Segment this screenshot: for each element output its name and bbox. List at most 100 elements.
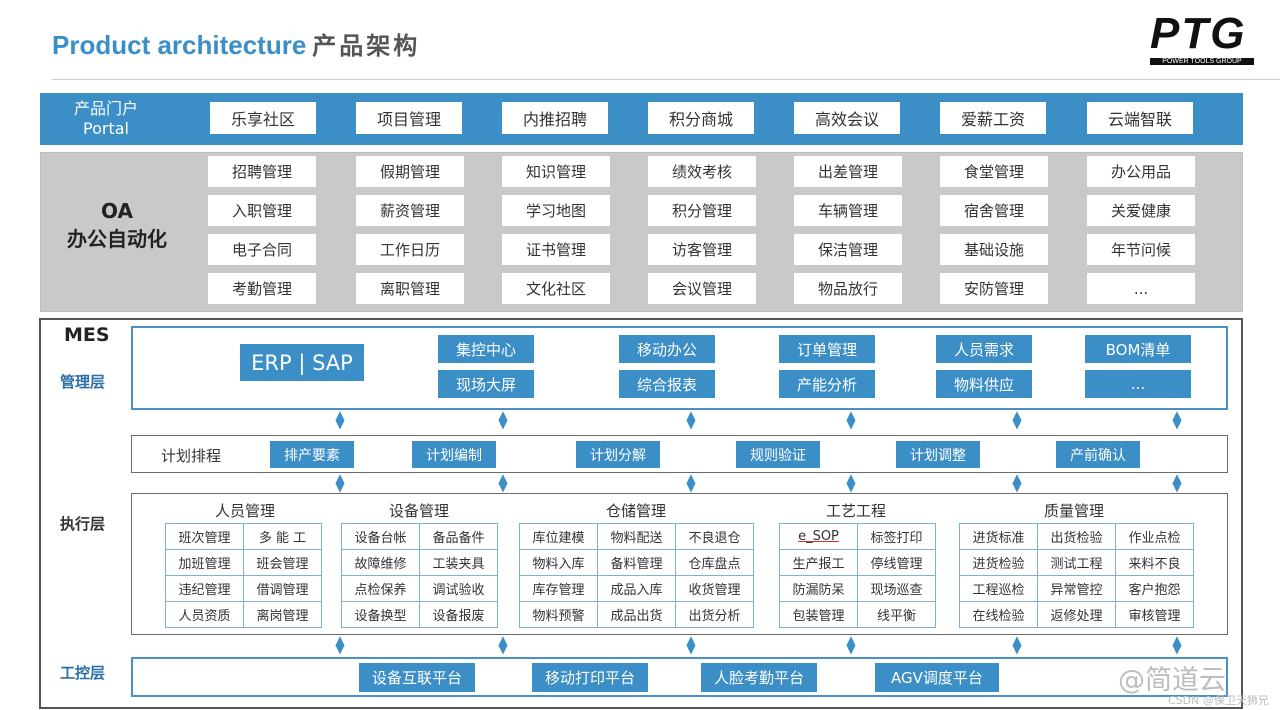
oa-item: 保洁管理 (794, 234, 902, 265)
execution-item-label: 生产报工 (792, 557, 845, 572)
execution-item-label: 进货检验 (972, 557, 1025, 572)
planning-label: 计划排程 (161, 447, 222, 465)
management-item: 人员需求 (936, 335, 1032, 363)
management-item: BOM清单 (1085, 335, 1191, 363)
execution-item: 现场巡查 (857, 575, 936, 602)
execution-item: 多 能 工 (243, 523, 322, 550)
updown-arrow-icon: ▲▼ (1172, 471, 1182, 494)
control-item: 人脸考勤平台 (701, 663, 817, 692)
planning-item: 排产要素 (270, 441, 354, 468)
execution-item-label: 班次管理 (178, 531, 231, 546)
oa-item: 食堂管理 (940, 156, 1048, 187)
execution-item-label: 离岗管理 (256, 609, 309, 624)
portal-item: 乐享社区 (210, 102, 316, 134)
oa-item: 办公用品 (1087, 156, 1195, 187)
execution-item: 物料入库 (519, 549, 598, 576)
execution-group-title: 工艺工程 (825, 502, 886, 520)
execution-item: 作业点检 (1115, 523, 1194, 550)
management-item: 移动办公 (619, 335, 715, 363)
execution-item: 调试验收 (419, 575, 498, 602)
oa-item: 离职管理 (356, 273, 464, 304)
execution-item-label: 物料预警 (532, 609, 585, 624)
execution-item: 班会管理 (243, 549, 322, 576)
updown-arrow-icon: ▲▼ (846, 633, 856, 656)
planning-item: 规则验证 (736, 441, 820, 468)
execution-item: 线平衡 (857, 601, 936, 628)
execution-group-title: 人员管理 (214, 502, 275, 520)
execution-item-label: 出货分析 (688, 609, 741, 624)
execution-item: 测试工程 (1037, 549, 1116, 576)
execution-item: 备品备件 (419, 523, 498, 550)
execution-item: 防漏防呆 (779, 575, 858, 602)
execution-item-label: 测试工程 (1050, 557, 1103, 572)
execution-item-label: 设备换型 (354, 609, 407, 624)
updown-arrow-icon: ▲▼ (498, 471, 508, 494)
oa-item: 薪资管理 (356, 195, 464, 226)
watermark-text: @简道云 (1118, 665, 1226, 696)
logo-text: PTG (1150, 9, 1247, 58)
execution-item: 生产报工 (779, 549, 858, 576)
execution-item: 库存管理 (519, 575, 598, 602)
execution-item: 来料不良 (1115, 549, 1194, 576)
updown-arrow-icon: ▲▼ (686, 408, 696, 431)
execution-item: 客户抱怨 (1115, 575, 1194, 602)
management-item: 物料供应 (936, 370, 1032, 398)
oa-item: 电子合同 (208, 234, 316, 265)
control-panel (131, 657, 1228, 697)
execution-item-label: 人员资质 (178, 609, 231, 624)
execution-item: 成品入库 (597, 575, 676, 602)
portal-label-cn: 产品门户 (73, 99, 138, 118)
execution-item-label: 标签打印 (870, 531, 923, 546)
oa-item: 工作日历 (356, 234, 464, 265)
execution-item-label: 借调管理 (256, 583, 309, 598)
updown-arrow-icon: ▲▼ (1012, 633, 1022, 656)
execution-layer-label: 执行层 (60, 515, 106, 533)
planning-item: 计划调整 (896, 441, 980, 468)
portal-item: 爱薪工资 (940, 102, 1046, 134)
oa-item: 考勤管理 (208, 273, 316, 304)
execution-item-label: 返修处理 (1050, 609, 1103, 624)
portal-item: 积分商城 (648, 102, 754, 134)
execution-item: 物料预警 (519, 601, 598, 628)
execution-item: 不良退仓 (675, 523, 754, 550)
execution-item-label: 物料配送 (610, 531, 663, 546)
planning-item: 计划编制 (412, 441, 496, 468)
oa-label-bottom: 办公自动化 (67, 227, 167, 251)
portal-label: 产品门户 Portal (48, 99, 164, 139)
execution-item: 备料管理 (597, 549, 676, 576)
oa-label-top: OA (101, 199, 133, 223)
portal-item: 云端智联 (1087, 102, 1193, 134)
page-title-cn: 产品架构 (312, 32, 421, 60)
execution-item-label: 多 能 工 (258, 531, 307, 546)
execution-item-label: 出货检验 (1050, 531, 1103, 546)
execution-item-label: 在线检验 (972, 609, 1025, 624)
oa-item: 文化社区 (502, 273, 610, 304)
updown-arrow-icon: ▲▼ (335, 408, 345, 431)
updown-arrow-icon: ▲▼ (498, 408, 508, 431)
oa-item: 物品放行 (794, 273, 902, 304)
execution-item: 工程巡检 (959, 575, 1038, 602)
execution-item: 库位建模 (519, 523, 598, 550)
execution-item: 借调管理 (243, 575, 322, 602)
portal-item: 高效会议 (794, 102, 900, 134)
management-item: 综合报表 (619, 370, 715, 398)
planning-item: 产前确认 (1056, 441, 1140, 468)
execution-item: 异常管控 (1037, 575, 1116, 602)
updown-arrow-icon: ▲▼ (1172, 633, 1182, 656)
execution-item: 仓库盘点 (675, 549, 754, 576)
updown-arrow-icon: ▲▼ (1012, 408, 1022, 431)
execution-item-label: 来料不良 (1128, 557, 1181, 572)
execution-item-label: 包装管理 (792, 609, 845, 624)
execution-item-label: 点检保养 (354, 583, 407, 598)
execution-item: 返修处理 (1037, 601, 1116, 628)
execution-item: e_SOP (779, 523, 858, 550)
oa-item: 会议管理 (648, 273, 756, 304)
execution-item: 物料配送 (597, 523, 676, 550)
execution-item-label: 成品入库 (610, 583, 663, 598)
csdn-credit: CSDN @保卫天狮兄 (1168, 694, 1269, 707)
execution-item: 设备报废 (419, 601, 498, 628)
updown-arrow-icon: ▲▼ (846, 471, 856, 494)
oa-item: 宿舍管理 (940, 195, 1048, 226)
mes-frame (39, 318, 1243, 709)
execution-item-label: 作业点检 (1128, 531, 1181, 546)
